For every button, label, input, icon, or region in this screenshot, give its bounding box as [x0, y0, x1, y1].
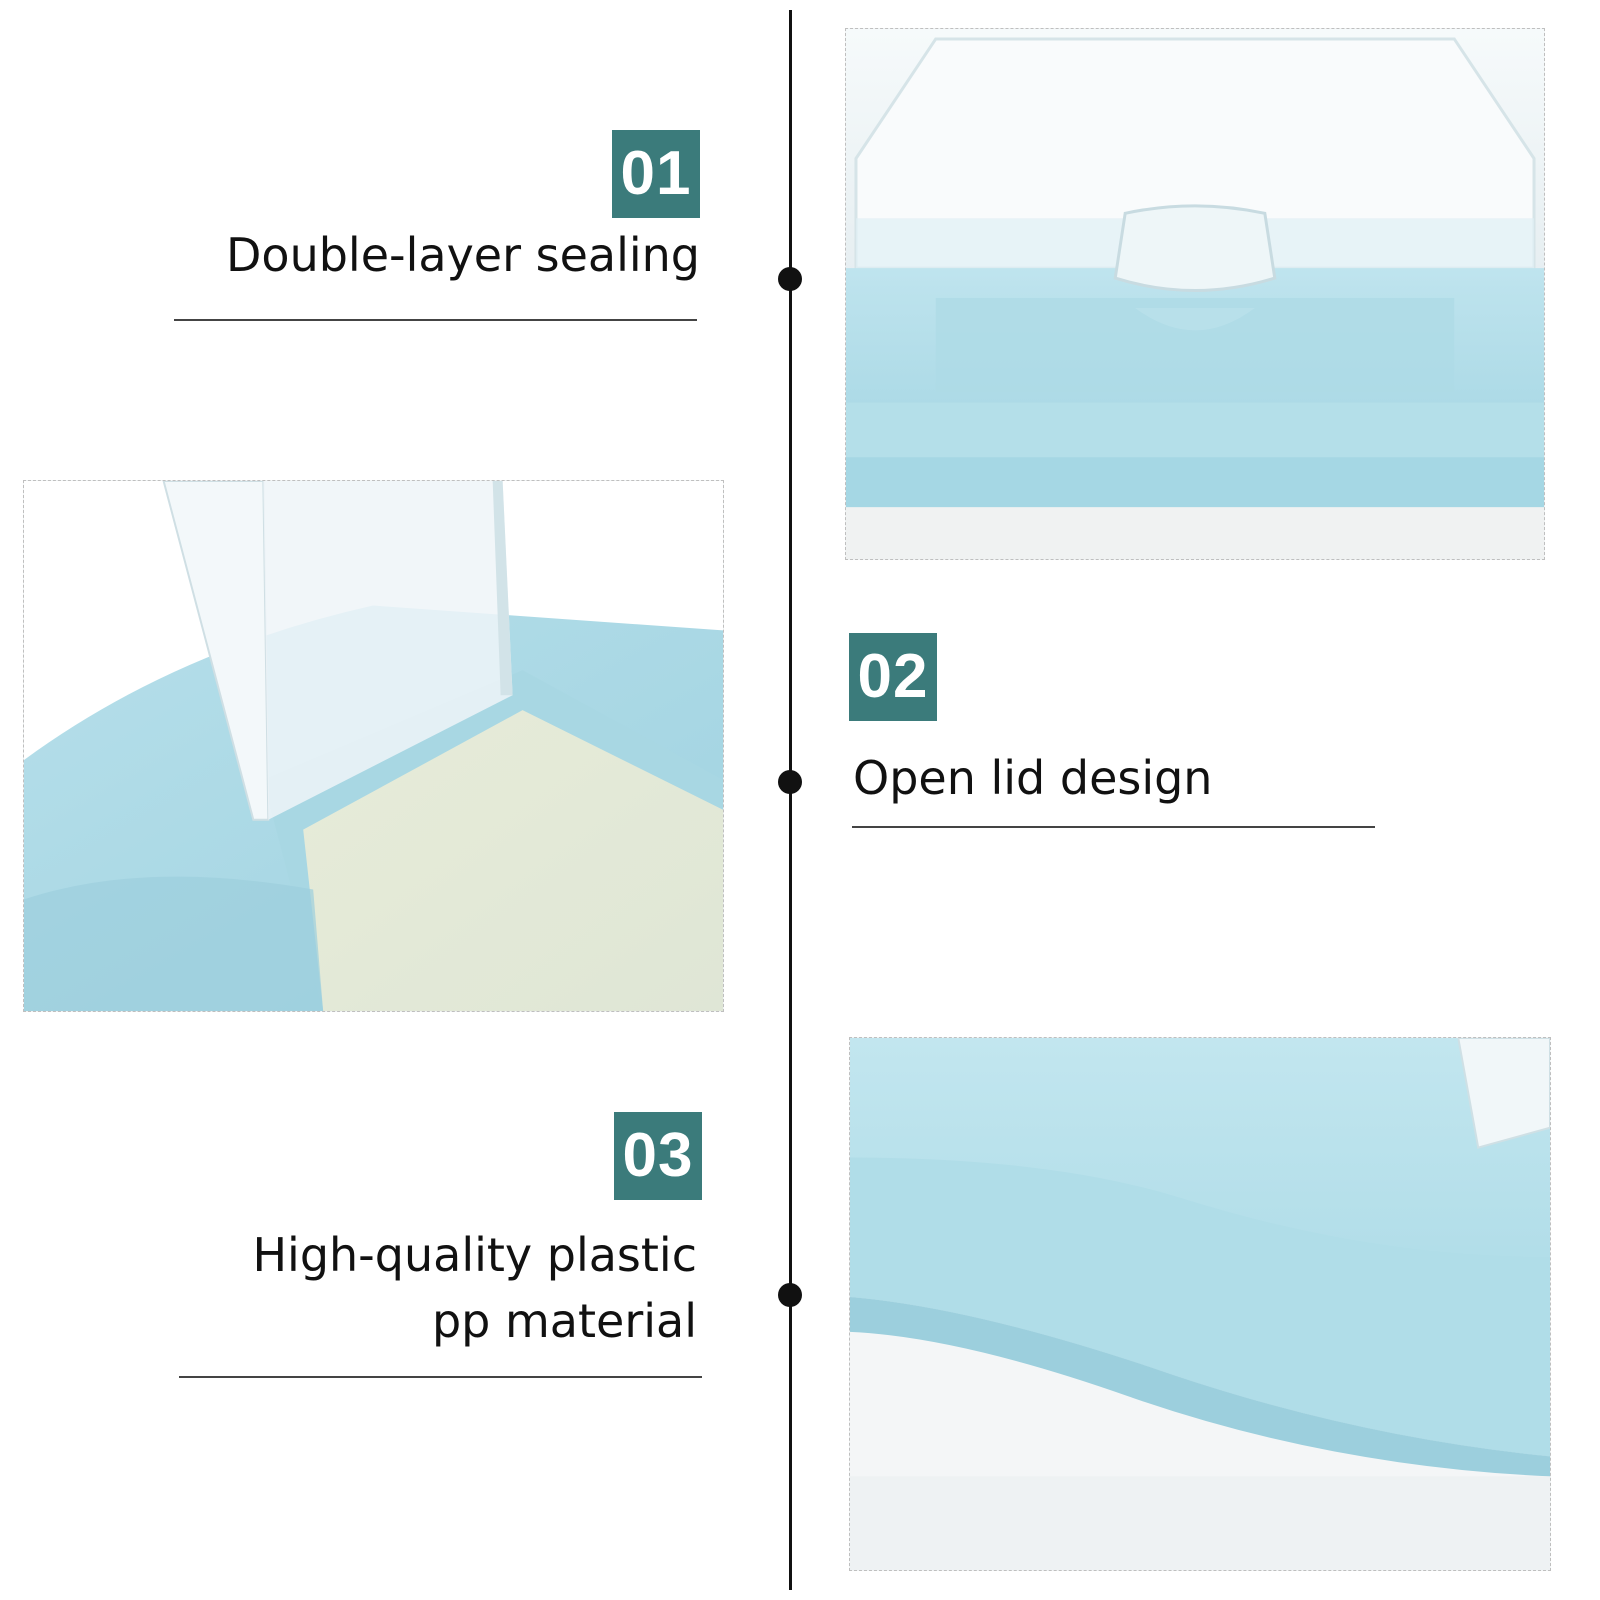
feature-divider: [852, 826, 1375, 828]
product-photo-open-lid: [23, 480, 724, 1012]
feature-title-line: pp material: [431, 1294, 697, 1348]
feature-number-badge: 03: [614, 1112, 702, 1200]
feature-title-line: Open lid design: [853, 751, 1213, 805]
product-photo-lid-seal: [845, 28, 1545, 560]
feature-divider: [174, 319, 697, 321]
timeline-line: [789, 10, 792, 1590]
feature-number-badge: 01: [612, 130, 700, 218]
product-photo-material: [849, 1037, 1551, 1571]
feature-title-line: Double-layer sealing: [226, 228, 700, 282]
timeline-dot-2: [778, 770, 802, 794]
timeline-dot-3: [778, 1283, 802, 1307]
timeline-dot-1: [778, 267, 802, 291]
feature-title: Open lid design: [853, 745, 1212, 811]
product-photo-lid-seal-drawing: [846, 29, 1544, 559]
feature-number-badge: 02: [849, 633, 937, 721]
feature-title: Double-layer sealing: [226, 222, 700, 288]
feature-divider: [179, 1376, 702, 1378]
feature-title-line: High-quality plastic: [252, 1228, 697, 1282]
product-photo-open-lid-drawing: [24, 481, 723, 1011]
feature-title: High-quality plastic pp material: [252, 1222, 697, 1354]
product-photo-material-drawing: [850, 1038, 1550, 1570]
